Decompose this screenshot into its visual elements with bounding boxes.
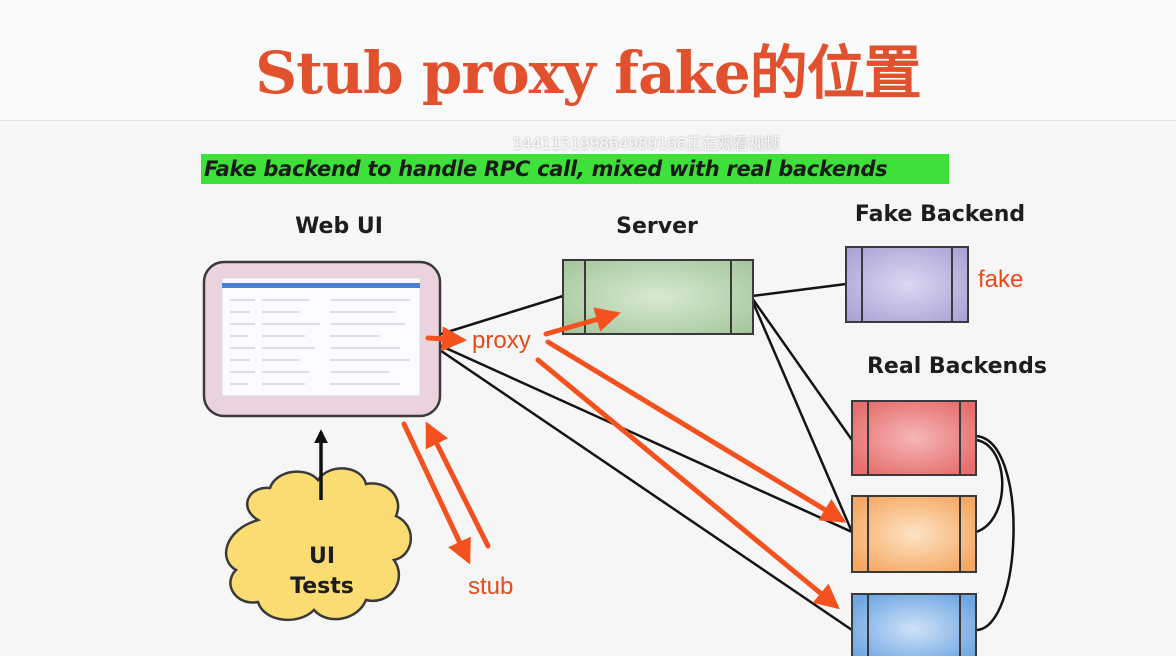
ui-tests-cloud (224, 467, 413, 622)
real-backend-blue (851, 593, 977, 656)
real-backend-red (851, 400, 977, 476)
connector-lines (427, 282, 1015, 632)
ui-tests-label-line2: Tests (290, 574, 354, 599)
proxy-label: proxy (472, 327, 531, 354)
stub-label: stub (468, 573, 513, 600)
line-server-real-red (750, 297, 854, 441)
line-real-red-blue (975, 434, 1015, 632)
line-real-red-orange (975, 438, 1004, 534)
line-webui-real-blue (427, 340, 853, 632)
real-backend-orange (851, 495, 977, 573)
stub-arrow-up (425, 421, 491, 549)
slide-title: Stub proxy fake的位置 (255, 39, 921, 107)
line-webui-real-orange (427, 338, 853, 534)
proxy-arrow-server (543, 307, 621, 337)
subtitle-banner: Fake backend to handle RPC call, mixed w… (201, 154, 949, 184)
title-bar: Stub proxy fake的位置 (0, 0, 1176, 121)
real-backends-label: Real Backends (867, 354, 1047, 379)
orange-arrows (401, 307, 847, 610)
ui-tests-label-line1: UI (309, 544, 335, 569)
line-server-real-orange (750, 299, 854, 533)
web-ui-label: Web UI (295, 214, 383, 239)
server-label: Server (616, 214, 698, 239)
fake-label: fake (978, 266, 1023, 293)
web-ui-node (202, 260, 442, 418)
proxy-arrow-real-blue (535, 357, 840, 610)
stub-arrow-down (401, 421, 471, 565)
fake-backend-label: Fake Backend (855, 202, 1025, 227)
fake-backend-node (845, 246, 969, 323)
proxy-arrow-real-orange (545, 339, 847, 523)
viewer-watermark: 144115199864989166正在观看视频 (512, 134, 780, 153)
proxy-arrow-webui (425, 326, 467, 352)
line-server-fake (751, 282, 847, 298)
